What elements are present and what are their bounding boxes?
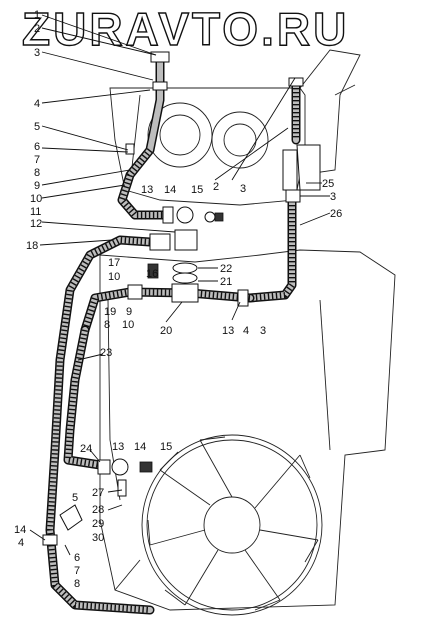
label-3: 3: [34, 47, 40, 59]
hose-23: [63, 325, 105, 470]
label-7-low: 7: [74, 565, 80, 577]
label-14: 14: [164, 184, 176, 196]
label-10-mid-lower: 10: [122, 319, 134, 331]
label-13-mid: 13: [222, 325, 234, 337]
label-10-mid: 10: [108, 271, 120, 283]
label-17: 17: [108, 257, 120, 269]
label-28: 28: [92, 504, 104, 516]
label-19: 19: [104, 306, 116, 318]
label-14-left: 14: [14, 524, 26, 536]
label-4: 4: [34, 98, 40, 110]
label-14-low: 14: [134, 441, 146, 453]
label-6-low: 6: [74, 552, 80, 564]
label-22: 22: [220, 263, 232, 275]
upper-hose: [117, 55, 170, 220]
label-15-low: 15: [160, 441, 172, 453]
label-9-mid: 9: [126, 306, 132, 318]
label-2: 2: [34, 23, 40, 35]
label-26: 26: [330, 208, 342, 220]
label-11: 11: [30, 206, 41, 218]
label-3-right-lower: 3: [330, 191, 336, 203]
cooling-fan: [141, 434, 323, 616]
label-9: 9: [34, 180, 40, 192]
label-27: 27: [92, 487, 104, 499]
watermark-logo: ZURAVTO.RU: [21, 2, 350, 55]
label-8-mid: 8: [104, 319, 110, 331]
label-29: 29: [92, 518, 104, 530]
label-3-mid: 3: [260, 325, 266, 337]
label-13-low: 13: [112, 441, 124, 453]
label-20: 20: [160, 325, 172, 337]
label-7: 7: [34, 154, 40, 166]
label-15: 15: [191, 184, 203, 196]
label-10: 10: [30, 193, 42, 205]
label-4-left: 4: [18, 537, 24, 549]
label-21: 21: [220, 276, 232, 288]
cab-panel: [99, 249, 396, 611]
label-4-mid: 4: [243, 325, 249, 337]
label-16: 16: [146, 268, 158, 280]
label-25: 25: [322, 178, 334, 190]
label-5-low: 5: [72, 492, 78, 504]
label-8: 8: [34, 167, 40, 179]
label-18: 18: [26, 240, 38, 252]
label-6: 6: [34, 141, 40, 153]
label-1: 1: [34, 9, 40, 21]
leader-lines: [29, 14, 331, 556]
long-hose-18: [45, 235, 155, 615]
label-13: 13: [141, 184, 153, 196]
label-12: 12: [30, 218, 42, 230]
label-8-low: 8: [74, 578, 80, 590]
label-23: 23: [100, 347, 112, 359]
label-5: 5: [34, 121, 40, 133]
fittings: [42, 51, 321, 546]
label-2-right: 2: [213, 181, 219, 193]
part-labels: 1 2 3 4 5 6 7 8 9 10 11 12 13 14 15 2 3 …: [14, 9, 342, 590]
label-24: 24: [80, 443, 92, 455]
label-3-right: 3: [240, 183, 246, 195]
right-hose: [245, 80, 301, 303]
label-30: 30: [92, 532, 104, 544]
